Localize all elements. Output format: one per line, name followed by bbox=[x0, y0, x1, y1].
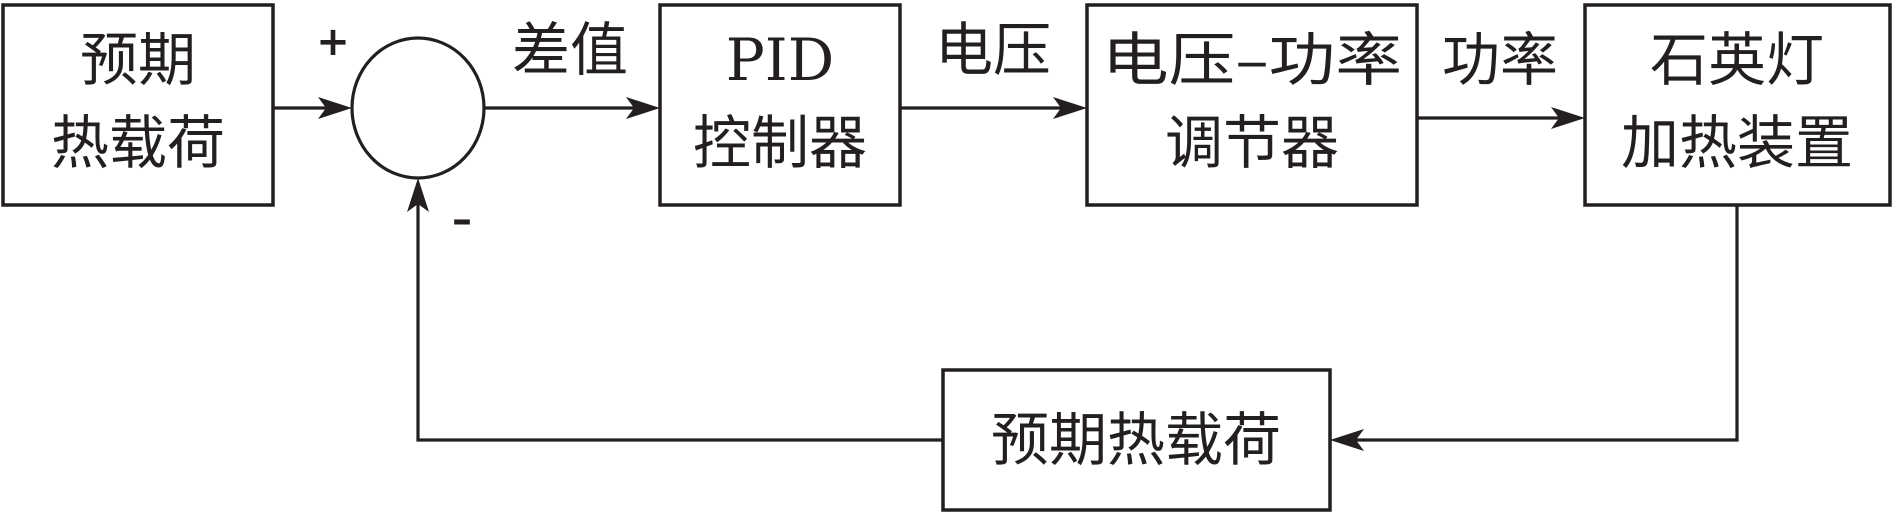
arrow-sum-to-pid bbox=[484, 97, 660, 119]
block-quartz-lamp-heater-line-1: 石英灯 bbox=[1650, 26, 1824, 94]
block-expected-load-input: 预期 热载荷 bbox=[1, 3, 275, 207]
arrow-input-to-sum bbox=[273, 97, 352, 119]
block-voltage-power-regulator-line-2: 调节器 bbox=[1165, 109, 1339, 177]
arrow-pid-to-regulator bbox=[900, 97, 1087, 119]
plus-sign: + bbox=[316, 19, 350, 65]
block-feedback-label: 预期热载荷 bbox=[991, 406, 1281, 474]
block-expected-load-input-line-1: 预期 bbox=[80, 26, 196, 94]
block-quartz-lamp-heater: 石英灯 加热装置 bbox=[1583, 3, 1892, 207]
block-pid-controller-line-2: 控制器 bbox=[693, 109, 867, 177]
block-expected-load-input-line-2: 热载荷 bbox=[51, 109, 225, 177]
arrow-feedback-to-sum bbox=[407, 178, 943, 442]
signal-label-power: 功率 bbox=[1442, 26, 1558, 94]
block-quartz-lamp-heater-line-2: 加热装置 bbox=[1621, 109, 1853, 177]
minus-sign: – bbox=[452, 197, 472, 243]
block-voltage-power-regulator: 电压–功率 调节器 bbox=[1085, 3, 1419, 207]
block-feedback: 预期热载荷 bbox=[941, 368, 1332, 512]
signal-label-difference: 差值 bbox=[512, 16, 628, 84]
block-voltage-power-regulator-line-1: 电压–功率 bbox=[1102, 26, 1402, 94]
arrow-regulator-to-heater bbox=[1417, 107, 1585, 129]
block-pid-controller: PID 控制器 bbox=[658, 3, 902, 207]
arrow-heater-to-feedback bbox=[1330, 205, 1739, 451]
block-pid-controller-line-1: PID bbox=[726, 26, 834, 94]
signal-label-voltage: 电压 bbox=[935, 16, 1051, 84]
summing-junction: + – bbox=[316, 19, 486, 243]
